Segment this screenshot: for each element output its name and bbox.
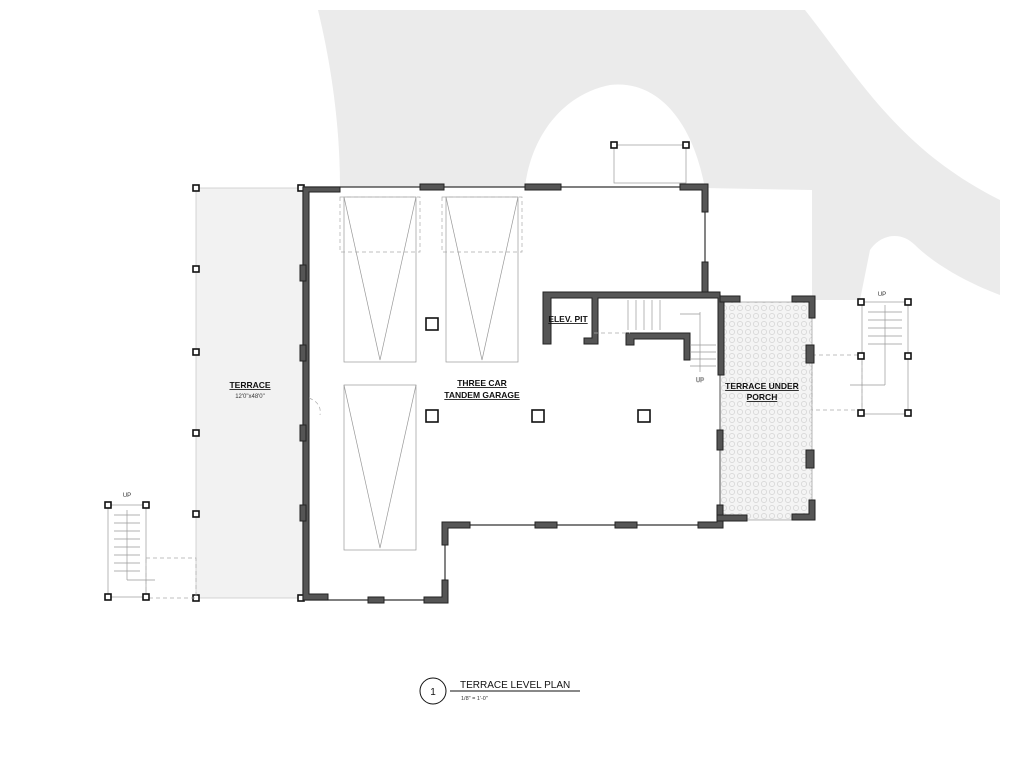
porch-label-line1: TERRACE UNDER — [725, 381, 799, 391]
door-swing — [308, 397, 321, 416]
columns — [425, 317, 651, 423]
drawing-scale: 1/8" = 1'-0" — [461, 696, 488, 702]
stair-up-label: UP — [878, 292, 886, 298]
garage-label-line1: THREE CAR — [457, 378, 507, 388]
left-stair: UP — [104, 493, 197, 601]
drawing-title: TERRACE LEVEL PLAN — [460, 680, 570, 691]
stair-up-label: UP — [123, 493, 131, 499]
terrace-size: 12'0"x48'0" — [235, 394, 265, 400]
title-block: 1 TERRACE LEVEL PLAN 1/8" = 1'-0" — [419, 677, 580, 705]
garage-label-line2: TANDEM GARAGE — [444, 390, 520, 400]
stair-up-label: UP — [696, 378, 704, 384]
elevator-pit-label: ELEV. PIT — [548, 314, 588, 324]
interior-stair: UP — [594, 300, 716, 384]
drawing-number: 1 — [430, 687, 436, 698]
walls — [299, 183, 816, 604]
balcony — [613, 144, 687, 184]
porch-label-line2: PORCH — [747, 392, 778, 402]
terrace-area — [195, 187, 304, 599]
right-stair: UP — [811, 292, 912, 417]
driveway — [318, 10, 1000, 300]
parking-bays — [339, 196, 523, 551]
porch-terrace-area — [720, 302, 812, 520]
terrace-label: TERRACE — [229, 380, 270, 390]
